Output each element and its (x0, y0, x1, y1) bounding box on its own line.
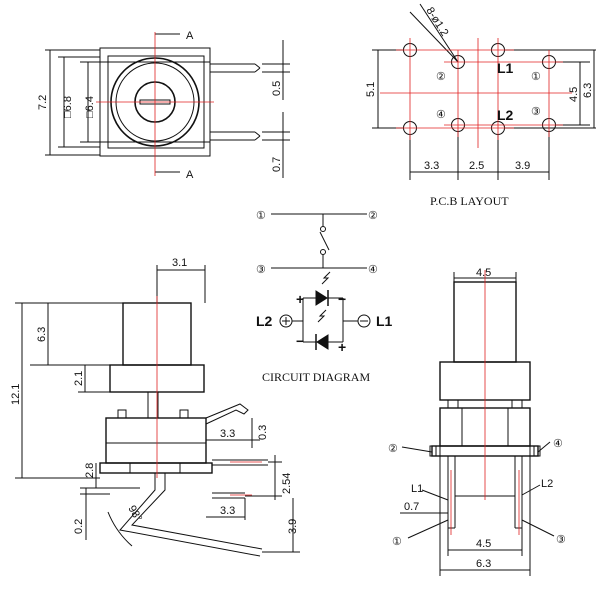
side-view-center-lines (156, 296, 262, 496)
dim-0-5: 0.5 (271, 81, 283, 96)
pcb-dim-2-5: 2.5 (469, 160, 484, 172)
front-led-2-label: L2 (541, 478, 553, 490)
circuit-plus-top: + (296, 291, 304, 307)
pcb-pin-4-label: ④ (436, 109, 446, 121)
side-dim-3-1: 3.1 (172, 257, 187, 269)
pcb-layout-title: P.C.B LAYOUT (430, 194, 509, 208)
circuit-diagram-title: CIRCUIT DIAGRAM (262, 370, 370, 384)
side-dim-3-3-bottom: 3.3 (220, 505, 235, 517)
front-pin-3-label: ③ (556, 534, 566, 546)
front-pin-4-label: ④ (553, 438, 563, 450)
pcb-dim-4-5: 4.5 (568, 87, 580, 102)
side-dim-2-54: 2.54 (281, 473, 293, 494)
pcb-pin-3-label: ③ (531, 106, 541, 118)
circuit-pin-4: ④ (368, 264, 378, 276)
front-dim-6-3: 6.3 (476, 558, 491, 570)
pcb-dim-3-3: 3.3 (424, 160, 439, 172)
circuit-pin-1: ① (256, 210, 266, 222)
pcb-led-1-label: L1 (497, 60, 514, 76)
pcb-center-lines (380, 38, 572, 148)
side-dim-0-3: 0.3 (257, 425, 269, 440)
side-dim-12-1: 12.1 (10, 384, 22, 405)
dim-7-2: 7.2 (37, 95, 49, 110)
pcb-pin-1-label: ① (531, 71, 541, 83)
front-led-1-label: L1 (411, 483, 423, 495)
circuit-pin-3: ③ (256, 264, 266, 276)
pcb-hole-dim: 8-ø1.2 (423, 5, 450, 38)
section-marker-bottom: A (186, 169, 194, 181)
pcb-dim-3-9: 3.9 (515, 160, 530, 172)
circuit-minus-top: − (338, 291, 346, 307)
side-dim-2-8: 2.8 (84, 463, 96, 478)
circuit-led-1-label: L1 (376, 313, 393, 329)
circuit-pin-2: ② (368, 210, 378, 222)
circuit-plus-bottom: + (338, 339, 346, 355)
side-dim-3-9: 3.9 (287, 519, 299, 534)
pcb-dim-5-1: 5.1 (365, 82, 377, 97)
side-dim-3-3-top: 3.3 (220, 428, 235, 440)
pcb-dim-6-3: 6.3 (582, 83, 594, 98)
pcb-layout (372, 3, 596, 180)
front-view (400, 272, 555, 576)
front-dim-4-5-top: 4.5 (476, 267, 491, 279)
front-pin-2-label: ② (388, 443, 398, 455)
dim-sq-6-4: □6.4 (84, 96, 96, 118)
top-view (45, 33, 290, 178)
circuit-diagram (271, 213, 371, 350)
circuit-led-2-label: L2 (256, 313, 273, 329)
pcb-pin-2-label: ② (436, 71, 446, 83)
dim-sq-6-8: □6.8 (62, 96, 74, 118)
side-dim-6-3: 6.3 (36, 327, 48, 342)
side-dim-2-1: 2.1 (73, 371, 85, 386)
side-dim-0-2: 0.2 (73, 519, 85, 534)
front-dim-0-7: 0.7 (404, 501, 419, 513)
dim-0-7: 0.7 (271, 157, 283, 172)
top-view-center-lines (96, 32, 214, 176)
front-dim-4-5-bottom: 4.5 (476, 538, 491, 550)
circuit-minus-bottom: − (296, 333, 304, 349)
side-view (15, 265, 300, 557)
section-marker-top: A (186, 30, 194, 42)
pcb-led-2-label: L2 (497, 107, 514, 123)
front-pin-1-label: ① (392, 536, 402, 548)
front-view-center-lines (450, 270, 520, 535)
